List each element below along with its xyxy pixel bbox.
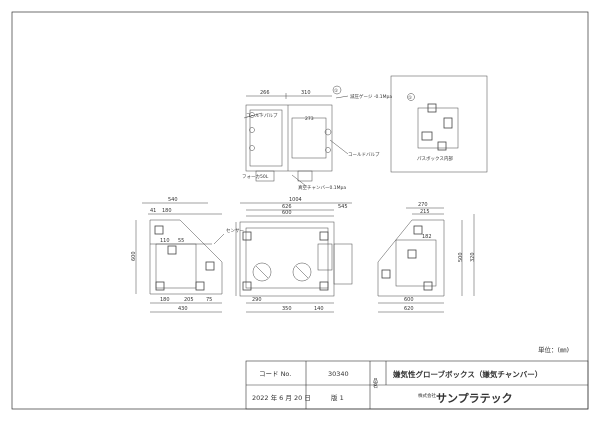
left-view xyxy=(135,202,225,313)
code-label: コード No. xyxy=(259,370,291,378)
title-block xyxy=(245,360,589,410)
top-callout-cold-valve: コールドパルブ xyxy=(246,112,278,119)
front-dim-545: 545 xyxy=(338,204,348,210)
right-dim-620: 620 xyxy=(404,306,414,312)
detail-balloon: ① xyxy=(408,95,412,101)
left-dim-600: 600 xyxy=(131,251,137,261)
date-value: 2022 年 6 月 20 日 xyxy=(252,393,311,402)
front-dim-1004: 1004 xyxy=(289,197,302,203)
left-dim-41: 41 xyxy=(150,208,156,214)
front-dim-350: 350 xyxy=(282,306,292,312)
right-dim-320: 320 xyxy=(470,252,476,262)
front-view xyxy=(235,202,353,313)
left-dim-180b: 180 xyxy=(160,297,170,303)
name-label: 品名 xyxy=(372,378,378,389)
top-callout-focus: フォーカ50L xyxy=(242,174,269,180)
detail-view xyxy=(390,75,488,173)
top-callout-vacuum: 真空チャンバー0.1Mpa xyxy=(298,184,346,191)
company-name: サンプラテック xyxy=(436,391,513,405)
top-dim-2: 310 xyxy=(301,90,311,96)
right-dim-182: 182 xyxy=(422,234,432,240)
top-view: 266 310 xyxy=(243,85,349,187)
left-dim-55: 55 xyxy=(178,238,184,244)
sheet-border xyxy=(11,11,589,410)
code-value: 30340 xyxy=(328,370,349,378)
product-name: 嫌気性グローブボックス（嫌気チャンバー） xyxy=(392,369,542,379)
front-dim-290: 290 xyxy=(252,297,262,303)
left-dim-540: 540 xyxy=(168,197,178,203)
front-dim-626: 626 xyxy=(282,204,292,210)
right-dim-500: 500 xyxy=(458,252,464,262)
front-label-sensor: センサー xyxy=(226,228,244,234)
right-dim-270: 270 xyxy=(418,202,428,208)
edition-value: 版 1 xyxy=(331,393,344,402)
front-dim-600: 600 xyxy=(282,210,292,216)
top-callout-cold-valve-2: コールドバルブ xyxy=(348,151,380,158)
right-dim-215: 215 xyxy=(420,209,430,215)
front-dim-140: 140 xyxy=(314,306,324,312)
detail-caption: パスボックス内部 xyxy=(417,155,453,162)
company-prefix: 株式会社 xyxy=(418,392,436,399)
top-dim-1: 266 xyxy=(260,90,270,96)
left-dim-180: 180 xyxy=(162,208,172,214)
left-dim-430: 430 xyxy=(178,306,188,312)
left-dim-75: 75 xyxy=(206,297,212,303)
right-dim-600: 600 xyxy=(404,297,414,303)
top-balloon-1: ① xyxy=(334,88,338,94)
left-dim-205: 205 xyxy=(184,297,194,303)
unit-note: 単位：(㎜) xyxy=(538,345,569,354)
left-dim-110: 110 xyxy=(160,238,170,244)
top-callout-273: 273 xyxy=(305,116,314,122)
top-callout-gauge: 減圧ゲージ -0.1Mpa xyxy=(350,93,392,100)
right-view xyxy=(377,207,475,313)
